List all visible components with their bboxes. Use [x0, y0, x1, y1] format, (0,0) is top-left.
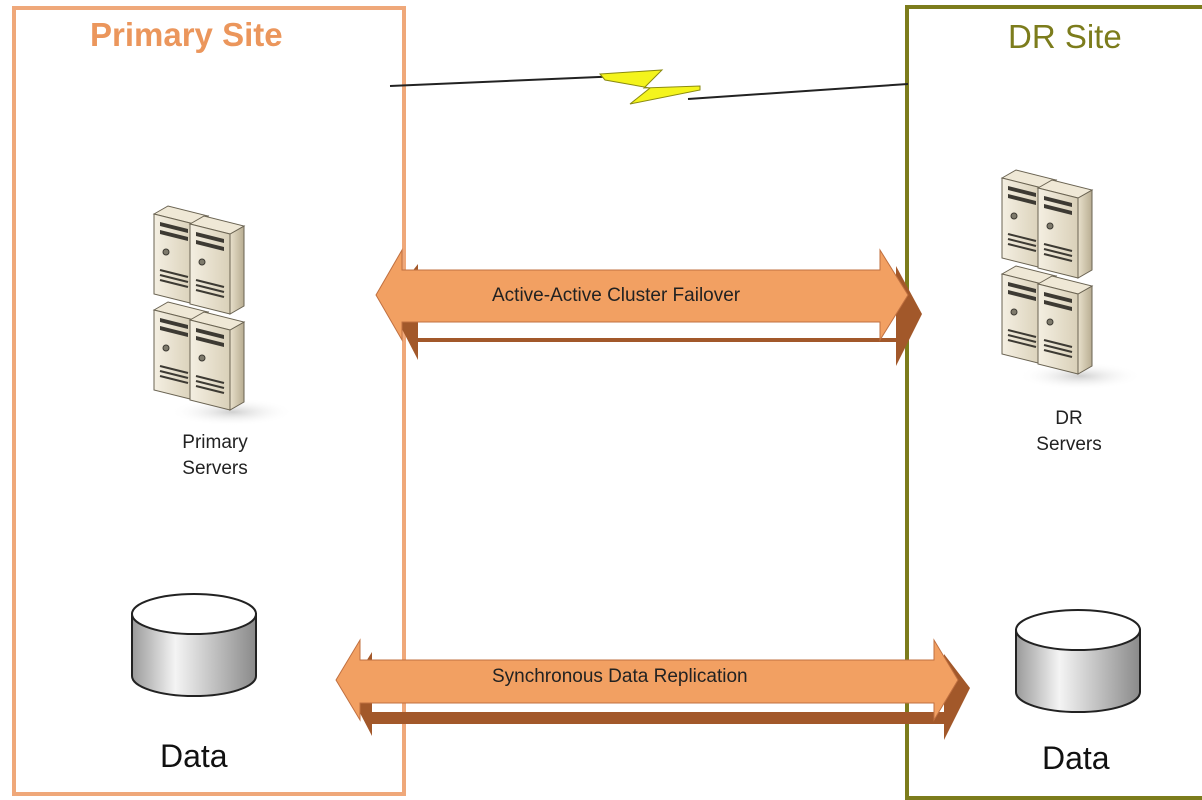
dr-site-title: DR Site	[1008, 18, 1122, 55]
lightning-link-icon	[389, 69, 909, 105]
dr-site-boundary	[905, 5, 1202, 800]
cluster-failover-label: Active-Active Cluster Failover	[492, 285, 741, 306]
dr-servers-label-line2: Servers	[1036, 434, 1102, 455]
primary-data-icon	[131, 593, 257, 697]
primary-servers-label: Primary Servers	[160, 430, 270, 482]
primary-servers-label-line1: Primary	[182, 432, 248, 453]
data-replication-label: Synchronous Data Replication	[492, 666, 748, 687]
primary-data-label: Data	[160, 738, 228, 774]
dr-servers-label-line1: DR	[1055, 408, 1083, 429]
primary-servers-icon	[154, 206, 294, 426]
dr-data-icon	[1015, 609, 1141, 713]
dr-servers-label: DR Servers	[1014, 406, 1124, 458]
dr-data-label: Data	[1042, 740, 1110, 776]
dr-servers-icon	[1002, 170, 1142, 390]
data-replication-arrow	[335, 638, 970, 740]
cluster-failover-arrow	[375, 248, 922, 366]
primary-servers-label-line2: Servers	[182, 458, 248, 479]
primary-site-title: Primary Site	[90, 16, 283, 53]
primary-site-boundary	[12, 6, 406, 796]
